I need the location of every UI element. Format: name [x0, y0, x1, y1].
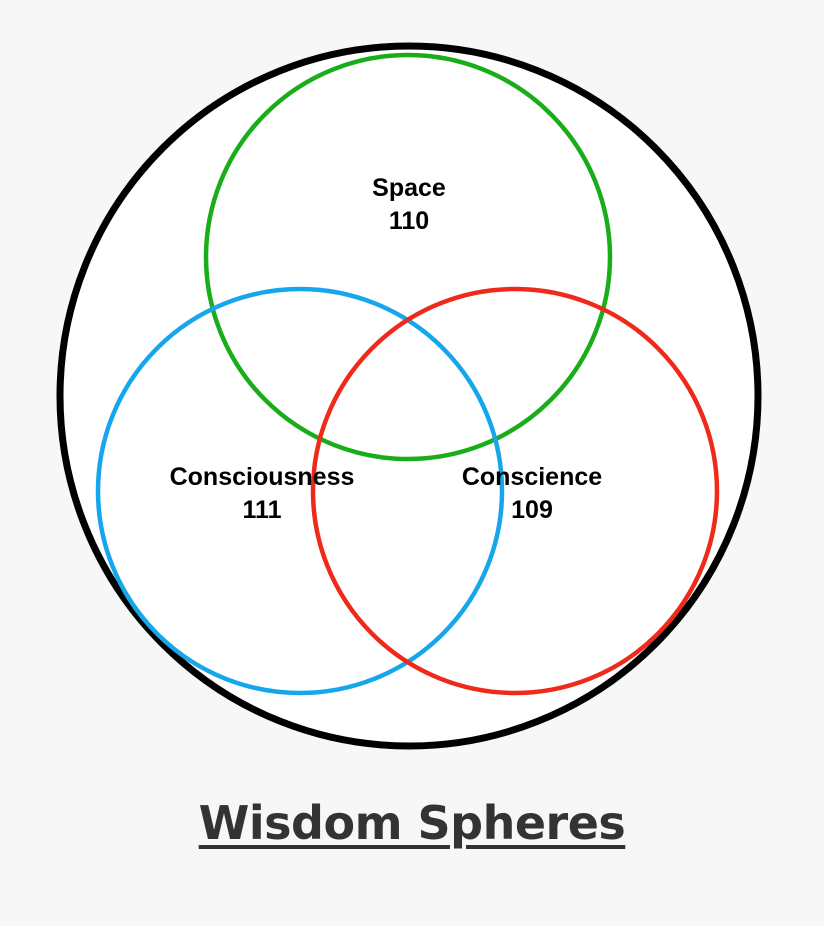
diagram-caption: Wisdom Spheres	[198, 796, 626, 850]
consciousness-circle	[95, 286, 505, 696]
space-value: 110	[389, 207, 429, 235]
consciousness-label: Consciousness	[170, 463, 355, 491]
space-label: Space	[372, 174, 446, 202]
conscience-value: 109	[511, 496, 553, 524]
space-circle	[203, 52, 613, 462]
conscience-label: Conscience	[462, 463, 602, 491]
consciousness-value: 111	[243, 496, 282, 524]
conscience-circle	[310, 286, 720, 696]
outer-circle	[56, 42, 762, 750]
